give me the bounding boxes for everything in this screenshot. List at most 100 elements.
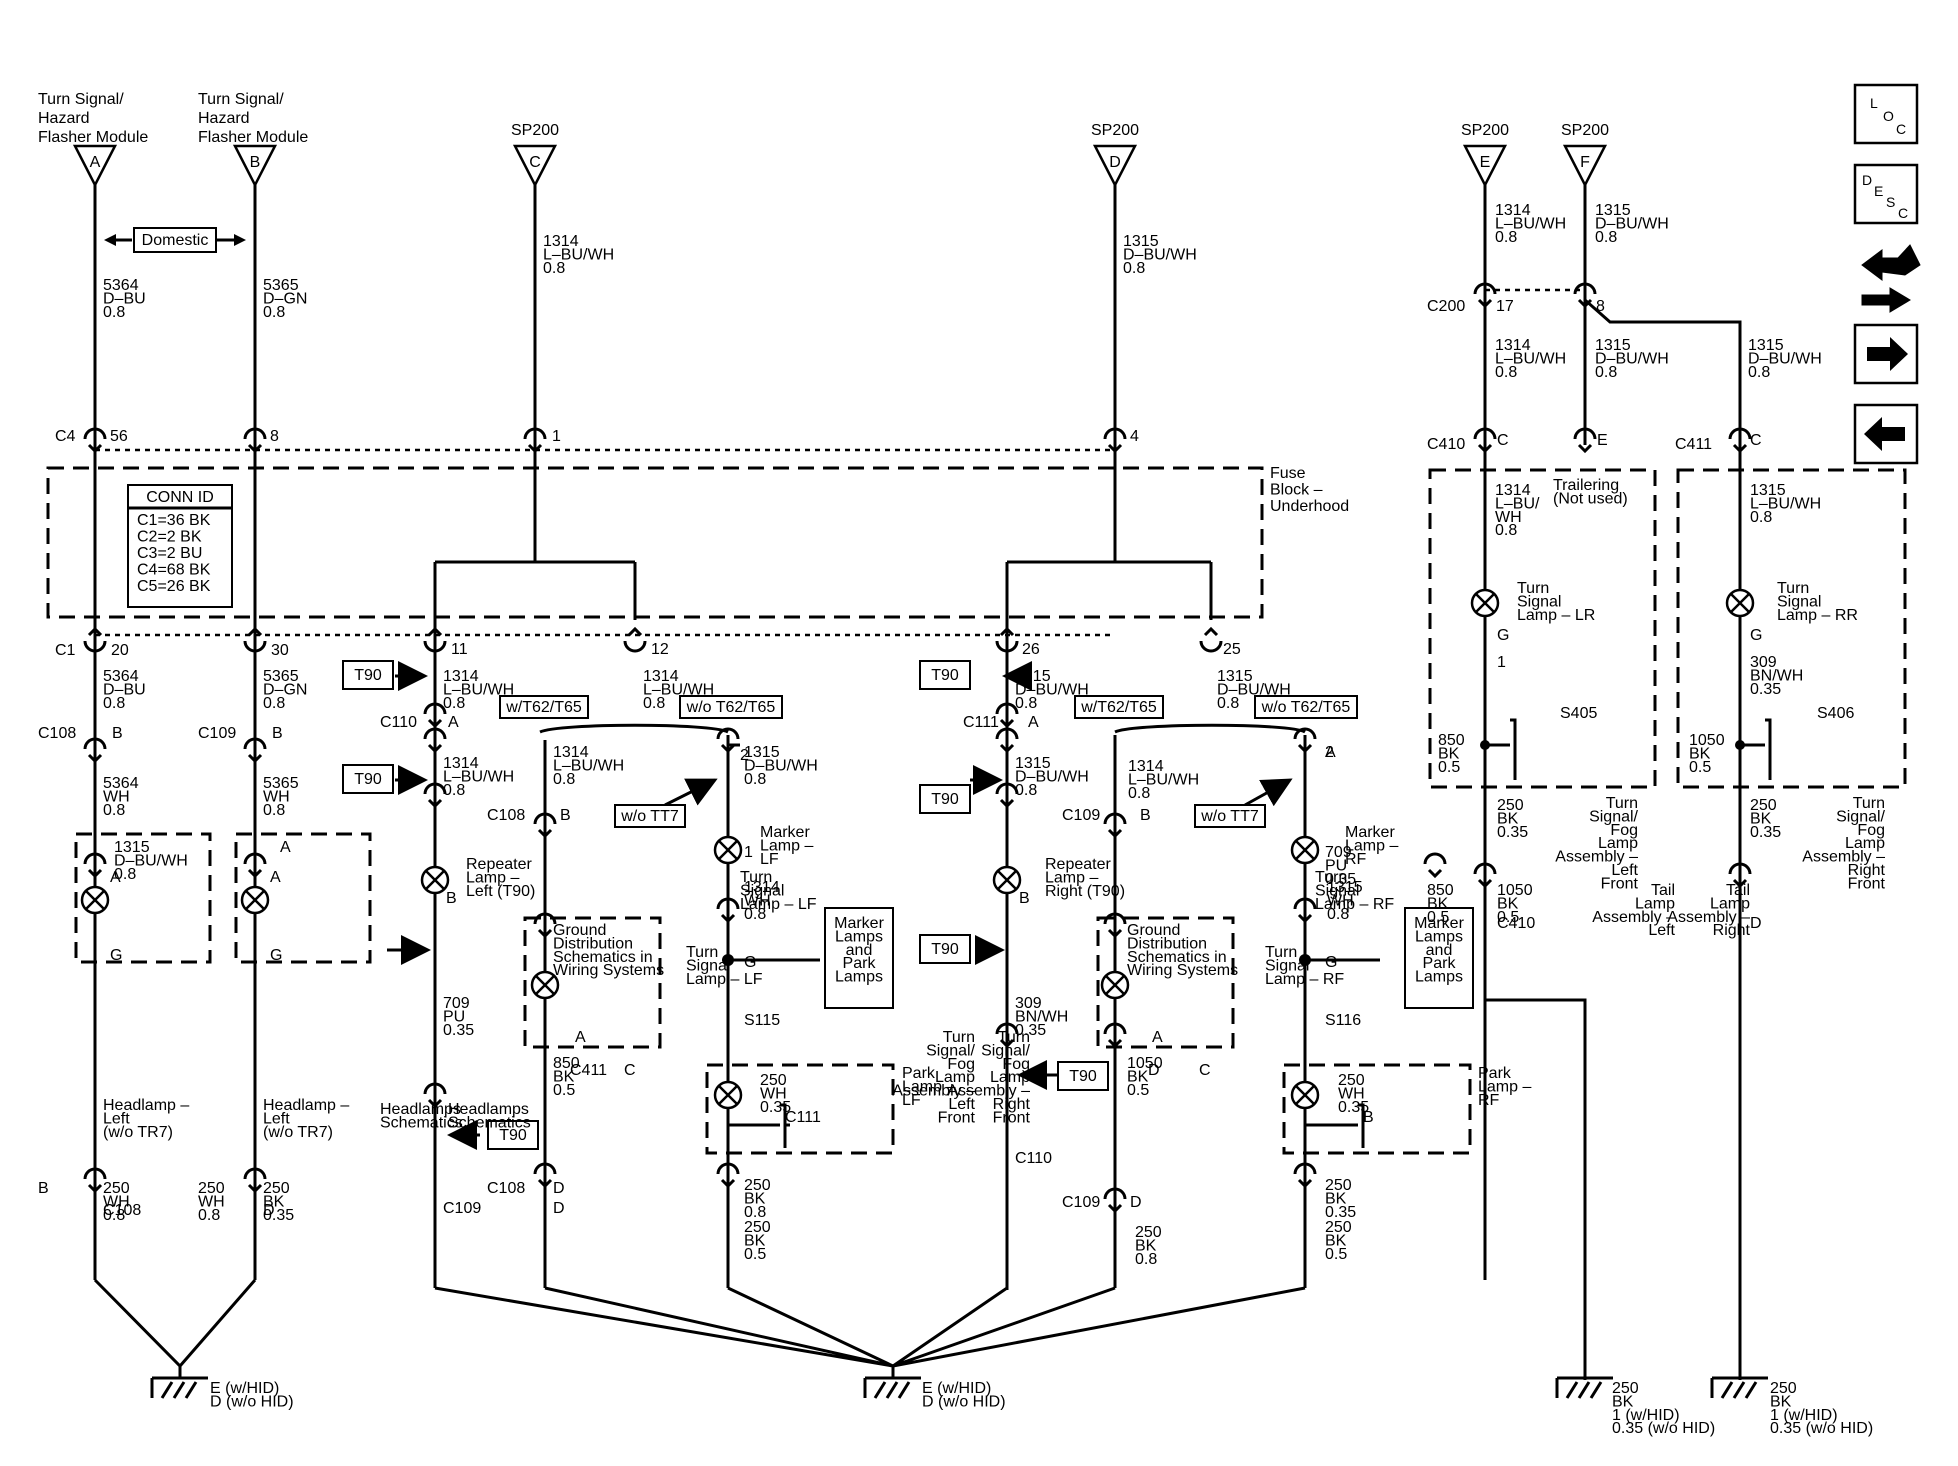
wire-label: D xyxy=(1750,915,1762,932)
wire-label: G xyxy=(270,947,282,964)
wire-label: G xyxy=(1325,954,1337,971)
t90-box: T90 xyxy=(1069,1068,1097,1085)
desc-letter: D xyxy=(1862,172,1872,188)
wire-label: C111 xyxy=(785,1109,821,1126)
component-outline xyxy=(1282,1063,1472,1155)
lamp-icon xyxy=(1290,1080,1320,1110)
wire-label: D xyxy=(553,1200,565,1217)
wire-label: A xyxy=(280,839,291,856)
wire-label: A xyxy=(110,869,121,886)
wire-label: C110 xyxy=(380,714,417,731)
wire-label: C108 xyxy=(38,725,76,742)
connector-tool-icon xyxy=(1861,244,1921,313)
option-box-box xyxy=(1194,804,1266,828)
rr-outline xyxy=(1676,468,1907,789)
wire-label: Headlamp –Left(w/o TR7) xyxy=(263,1097,349,1141)
bracket xyxy=(1358,1103,1365,1148)
bracket xyxy=(1510,718,1517,780)
lamp-icon xyxy=(240,885,270,915)
wire-label: S406 xyxy=(1817,705,1854,722)
option-arrow xyxy=(664,778,718,807)
wire-label: C109 xyxy=(443,1200,481,1217)
wire-label: Headlamp –Left(w/o TR7) xyxy=(103,1097,189,1141)
option-box-box xyxy=(499,695,589,719)
connector-B-triangle xyxy=(232,144,278,188)
option-box-box xyxy=(1074,695,1164,719)
ground-icon xyxy=(150,1364,210,1400)
branch xyxy=(1114,723,1306,734)
option-box: w/T62/T65 xyxy=(505,699,582,716)
domestic-label-box xyxy=(133,227,217,253)
loc-letter: O xyxy=(1883,108,1894,124)
wire-label: C xyxy=(624,1062,636,1079)
wire-label: D xyxy=(1130,1194,1142,1211)
conn-id-title: CONN ID xyxy=(146,489,214,506)
conn-id-box xyxy=(127,484,233,608)
t90-box-box xyxy=(919,934,971,964)
wire-label: A xyxy=(448,714,459,731)
connector-letter: C xyxy=(529,154,541,171)
t90-box: T90 xyxy=(931,667,959,684)
lamp-icon xyxy=(1725,588,1755,618)
loc-button[interactable] xyxy=(1853,83,1919,145)
wire-label: C109 xyxy=(198,725,236,742)
source-label: SP200 xyxy=(1561,122,1609,139)
loc-letter: L xyxy=(1870,95,1878,111)
wire-label: E (w/HID)D (w/o HID) xyxy=(922,1380,1006,1410)
option-arrow xyxy=(1244,778,1293,807)
t90-box-box xyxy=(342,660,394,690)
wire-label: G104 xyxy=(0,0,39,4)
option-box-box xyxy=(614,804,686,828)
connector-icon xyxy=(623,627,647,653)
t90-box: T90 xyxy=(354,667,382,684)
wire-label: C411 xyxy=(570,1062,607,1079)
desc-button[interactable] xyxy=(1853,163,1919,225)
t90-box: T90 xyxy=(354,771,382,788)
wire-label: D xyxy=(553,1180,565,1197)
wire-label: A xyxy=(1325,744,1336,761)
wire-label: S115 xyxy=(744,1012,780,1029)
component-box xyxy=(824,907,894,1009)
source-label: SP200 xyxy=(1461,122,1509,139)
wire-label: C109 xyxy=(1062,807,1100,824)
wire-label: B xyxy=(1140,807,1151,824)
wire-label: B xyxy=(112,725,123,742)
arrow-left-icon xyxy=(1864,417,1905,451)
wire-label: B xyxy=(560,807,571,824)
option-box: w/o T62/T65 xyxy=(686,699,776,716)
lamp-icon xyxy=(80,885,110,915)
wire-label: 11 xyxy=(451,641,468,658)
connector-D-triangle xyxy=(1092,144,1138,188)
arrow-right-icon xyxy=(1867,337,1908,371)
